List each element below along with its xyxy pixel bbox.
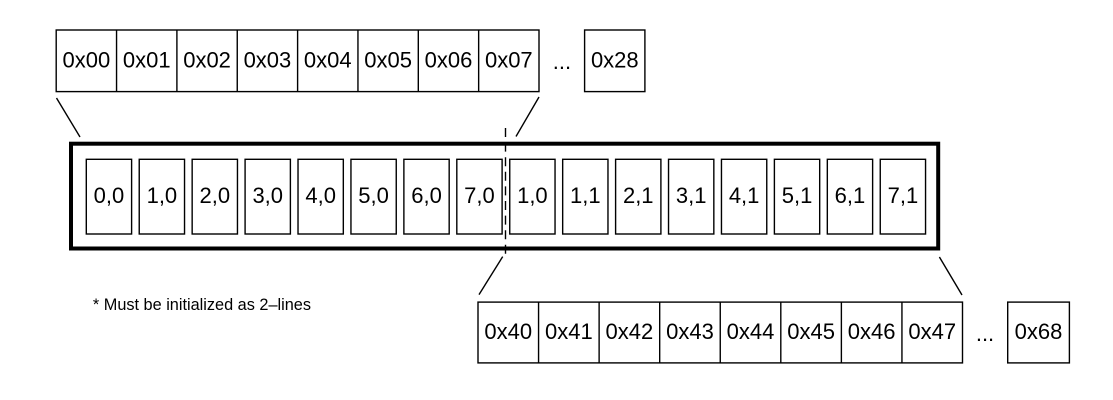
svg-text:2,0: 2,0: [200, 183, 231, 208]
svg-text:4,1: 4,1: [729, 183, 760, 208]
svg-text:4,0: 4,0: [305, 183, 336, 208]
svg-text:...: ...: [976, 321, 994, 346]
svg-text:0x03: 0x03: [244, 47, 292, 72]
svg-text:0x00: 0x00: [63, 47, 111, 72]
svg-text:3,0: 3,0: [252, 183, 283, 208]
svg-text:0x02: 0x02: [183, 47, 231, 72]
svg-text:2,1: 2,1: [623, 183, 654, 208]
svg-text:0x28: 0x28: [591, 47, 639, 72]
svg-text:7,1: 7,1: [888, 183, 919, 208]
svg-text:0x05: 0x05: [364, 47, 412, 72]
svg-text:0x46: 0x46: [848, 319, 896, 344]
svg-text:3,1: 3,1: [676, 183, 707, 208]
svg-text:...: ...: [553, 49, 571, 74]
svg-text:5,0: 5,0: [358, 183, 389, 208]
svg-text:1,1: 1,1: [570, 183, 601, 208]
svg-text:0x06: 0x06: [425, 47, 473, 72]
svg-text:0x43: 0x43: [666, 319, 714, 344]
svg-text:0x40: 0x40: [484, 319, 532, 344]
svg-text:0x47: 0x47: [908, 319, 956, 344]
svg-text:6,1: 6,1: [835, 183, 866, 208]
svg-text:6,0: 6,0: [411, 183, 442, 208]
svg-text:0x44: 0x44: [727, 319, 775, 344]
svg-text:* Must be initialized as 2–lin: * Must be initialized as 2–lines: [93, 296, 311, 314]
svg-text:7,0: 7,0: [464, 183, 495, 208]
svg-text:0x04: 0x04: [304, 47, 352, 72]
svg-text:0x01: 0x01: [123, 47, 171, 72]
svg-text:0x41: 0x41: [545, 319, 593, 344]
svg-text:0,0: 0,0: [94, 183, 125, 208]
svg-text:0x42: 0x42: [606, 319, 654, 344]
svg-text:0x45: 0x45: [787, 319, 835, 344]
svg-text:0x68: 0x68: [1015, 319, 1063, 344]
svg-text:1,0: 1,0: [517, 183, 548, 208]
svg-text:0x07: 0x07: [485, 47, 533, 72]
svg-text:5,1: 5,1: [782, 183, 813, 208]
svg-text:1,0: 1,0: [147, 183, 178, 208]
